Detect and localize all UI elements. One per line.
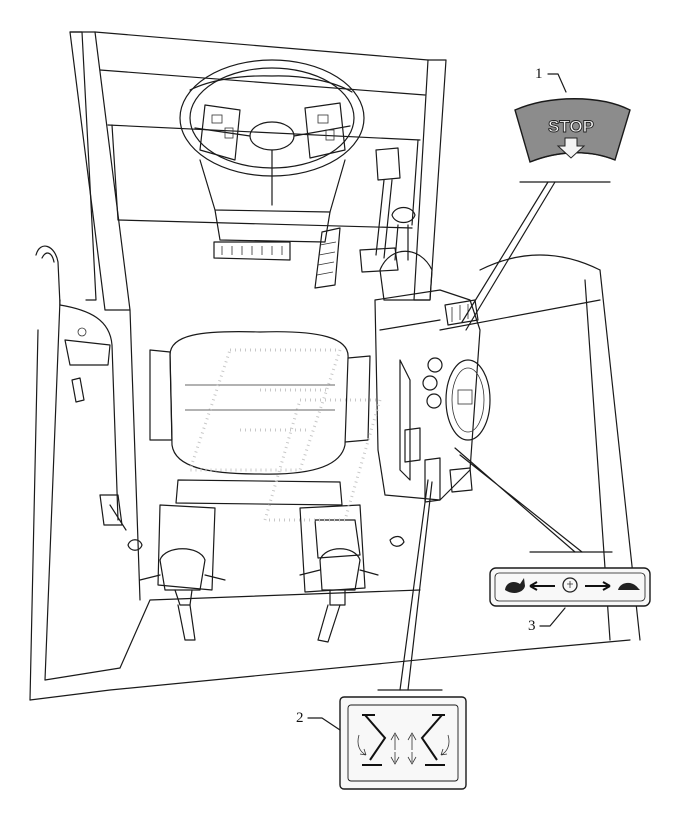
- lift-arms-icon: [357, 714, 450, 766]
- stop-label: STOP: [548, 117, 594, 136]
- hare-tortoise-icon: [505, 577, 640, 593]
- callout-2-number: 2: [296, 710, 304, 726]
- callout-3: 3: [454, 447, 613, 634]
- callout-1-number: 1: [535, 66, 543, 82]
- callout-2: 2: [296, 479, 443, 731]
- left-door-panel: [35, 245, 143, 551]
- lift-control-decal: [339, 696, 467, 790]
- right-console: [374, 289, 491, 547]
- right-joystick: [299, 519, 379, 643]
- stop-arrow-icon: [556, 137, 586, 159]
- stop-decal: STOP: [514, 98, 631, 163]
- speed-range-decal: [489, 567, 651, 607]
- left-joystick: [139, 548, 226, 641]
- operator-seat: [149, 331, 371, 593]
- callout-1: 1: [461, 66, 611, 331]
- shift-levers: [359, 147, 433, 301]
- callout-3-number: 3: [528, 618, 536, 634]
- cab-frame: [29, 31, 641, 701]
- steering-column: [179, 59, 365, 289]
- watermark-logo: [187, 348, 382, 522]
